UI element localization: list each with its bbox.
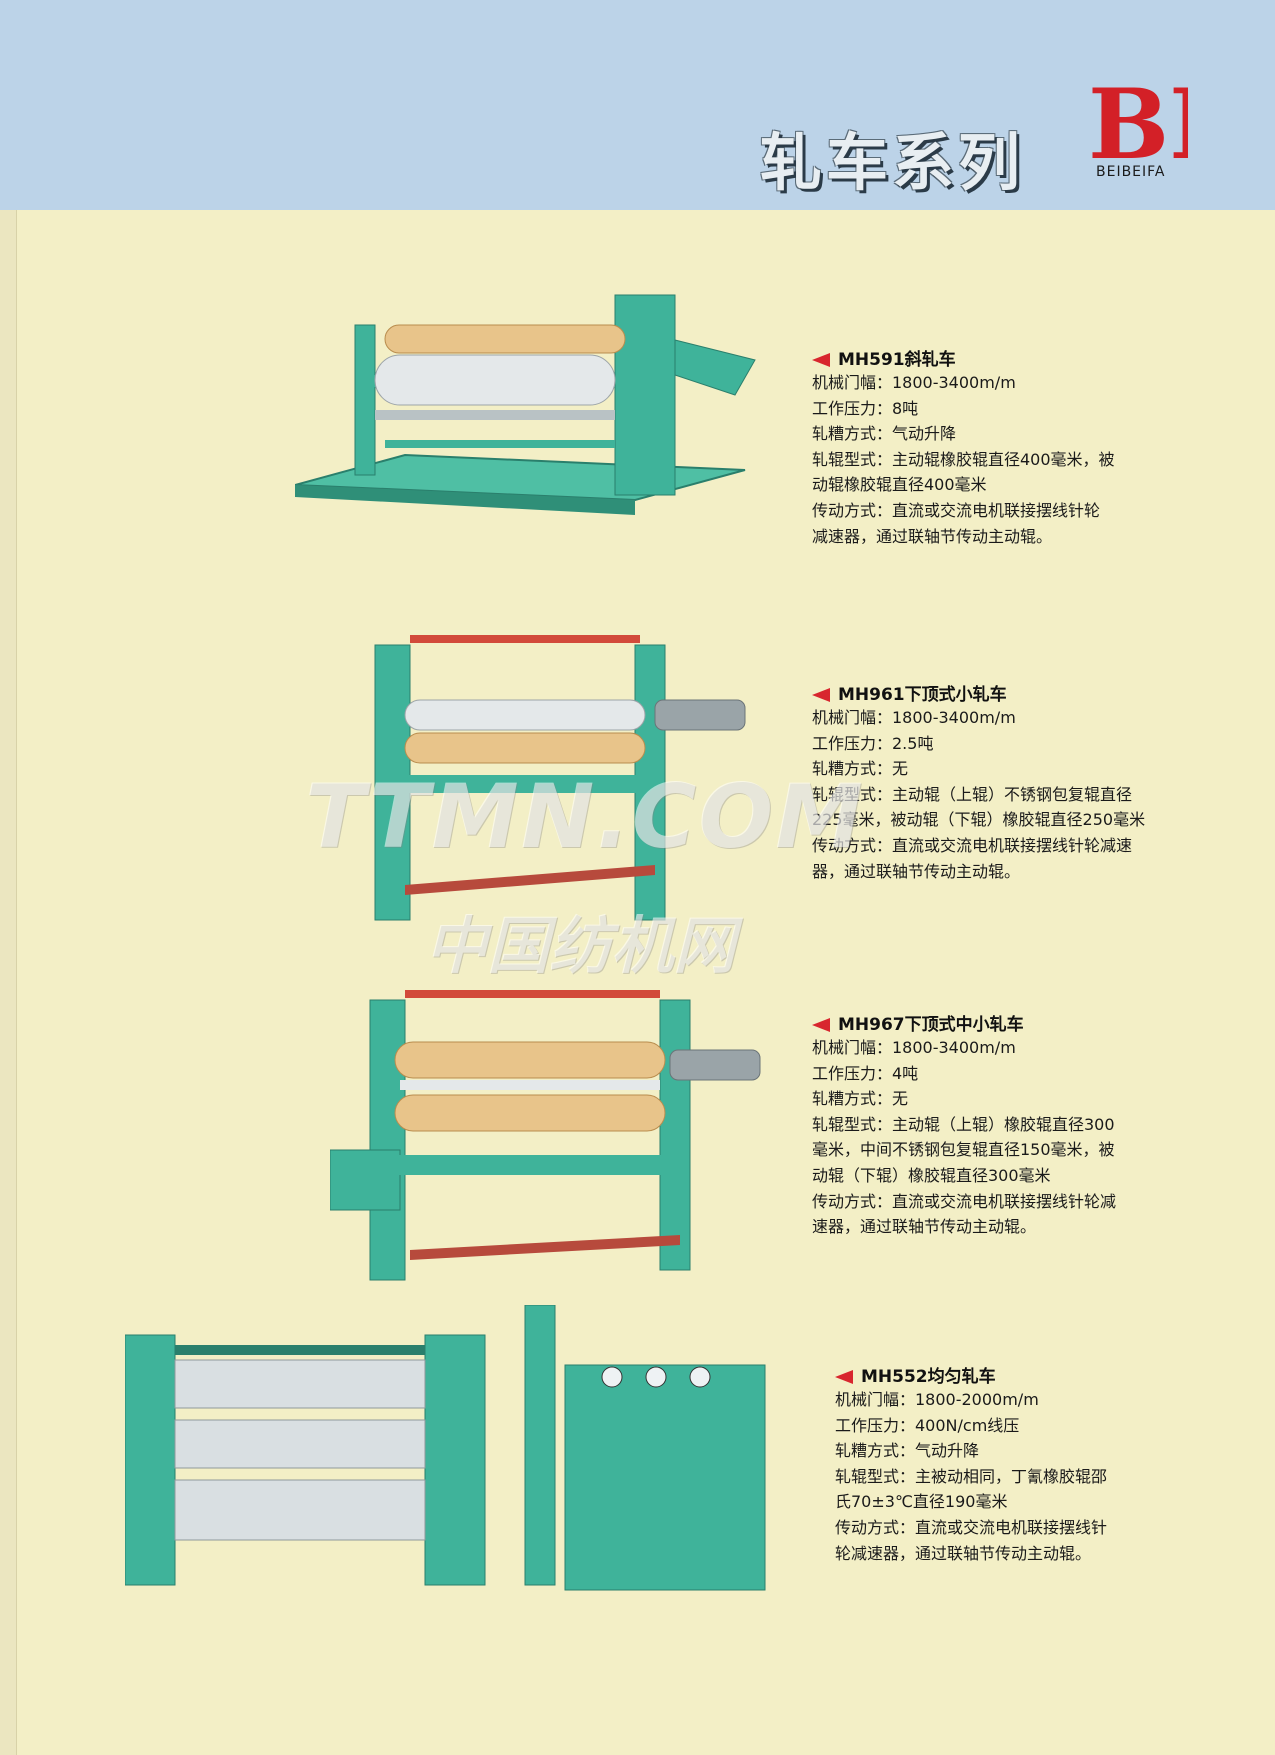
- spec-line: 毫米，中间不锈钢包复辊直径150毫米，被: [812, 1140, 1115, 1160]
- spec-line: 传动方式：直流或交流电机联接摆线针轮: [812, 500, 1101, 520]
- spec-line: 工作压力：8吨: [812, 398, 919, 418]
- spec-line: 速器，通过联轴节传动主动辊。: [812, 1217, 1037, 1237]
- logo-mark: BE: [1088, 78, 1188, 178]
- triangle-pointer-icon: [812, 353, 830, 367]
- spec-line: 机械门幅：1800-3400m/m: [812, 708, 1016, 727]
- page-spine: [0, 210, 17, 1755]
- product-mh961: MH961下顶式小轧车 机械门幅：1800-3400m/m 工作压力：2.5吨 …: [812, 680, 1145, 884]
- product-title: MH967下顶式中小轧车: [812, 1010, 1116, 1035]
- spec-line: 传动方式：直流或交流电机联接摆线针: [835, 1517, 1108, 1537]
- machine-image-mh961: [374, 635, 746, 921]
- product-title: MH961下顶式小轧车: [812, 680, 1145, 705]
- spec-line: 机械门幅：1800-2000m/m: [835, 1390, 1039, 1409]
- spec-line: 轧糟方式：气动升降: [812, 424, 957, 444]
- spec-line: 动辊（下辊）橡胶辊直径300毫米: [812, 1165, 1051, 1185]
- machine-image-mh591: [295, 294, 756, 515]
- triangle-pointer-icon: [812, 1018, 830, 1032]
- spec-line: 氏70±3℃直径190毫米: [835, 1492, 1008, 1512]
- spec-line: 225毫米，被动辊（下辊）橡胶辊直径250毫米: [812, 810, 1146, 830]
- triangle-pointer-icon: [835, 1370, 853, 1384]
- spec-line: 工作压力：4吨: [812, 1063, 919, 1083]
- spec-line: 轧糟方式：无: [812, 1089, 909, 1109]
- beibeifa-logo: BE: [1088, 78, 1188, 178]
- page-header: 轧车系列 BE BEIBEIFA: [0, 0, 1275, 210]
- spec-line: 机械门幅：1800-3400m/m: [812, 373, 1016, 392]
- spec-line: 轧辊型式：主动辊橡胶辊直径400毫米，被: [812, 449, 1115, 469]
- product-title: MH591斜轧车: [812, 345, 1115, 370]
- spec-line: 工作压力：2.5吨: [812, 733, 934, 753]
- machine-image-mh552: [125, 1305, 766, 1591]
- machine-image-mh967: [330, 990, 761, 1281]
- product-mh552: MH552均匀轧车 机械门幅：1800-2000m/m 工作压力：400N/cm…: [835, 1362, 1107, 1566]
- product-mh967: MH967下顶式中小轧车 机械门幅：1800-3400m/m 工作压力：4吨 轧…: [812, 1010, 1116, 1240]
- spec-line: 轧糟方式：气动升降: [835, 1441, 980, 1461]
- spec-line: 轧糟方式：无: [812, 759, 909, 779]
- product-title: MH552均匀轧车: [835, 1362, 1107, 1387]
- page-title: 轧车系列: [760, 126, 1025, 199]
- spec-line: 轧辊型式：主动辊（上辊）橡胶辊直径300: [812, 1114, 1115, 1134]
- spec-line: 轧辊型式：主动辊（上辊）不锈钢包复辊直径: [812, 784, 1133, 804]
- spec-line: 工作压力：400N/cm线压: [835, 1415, 1020, 1435]
- spec-line: 传动方式：直流或交流电机联接摆线针轮减速: [812, 835, 1133, 855]
- spec-line: 轧辊型式：主被动相同，丁氰橡胶辊邵: [835, 1466, 1108, 1486]
- logo-text: BEIBEIFA: [1096, 164, 1166, 180]
- spec-line: 轮减速器，通过联轴节传动主动辊。: [835, 1543, 1092, 1563]
- spec-line: 动辊橡胶辊直径400毫米: [812, 475, 987, 495]
- triangle-pointer-icon: [812, 688, 830, 702]
- spec-line: 减速器，通过联轴节传动主动辊。: [812, 526, 1053, 546]
- spec-line: 机械门幅：1800-3400m/m: [812, 1038, 1016, 1057]
- spec-line: 传动方式：直流或交流电机联接摆线针轮减: [812, 1191, 1117, 1211]
- product-mh591: MH591斜轧车 机械门幅：1800-3400m/m 工作压力：8吨 轧糟方式：…: [812, 345, 1115, 549]
- spec-line: 器，通过联轴节传动主动辊。: [812, 861, 1021, 881]
